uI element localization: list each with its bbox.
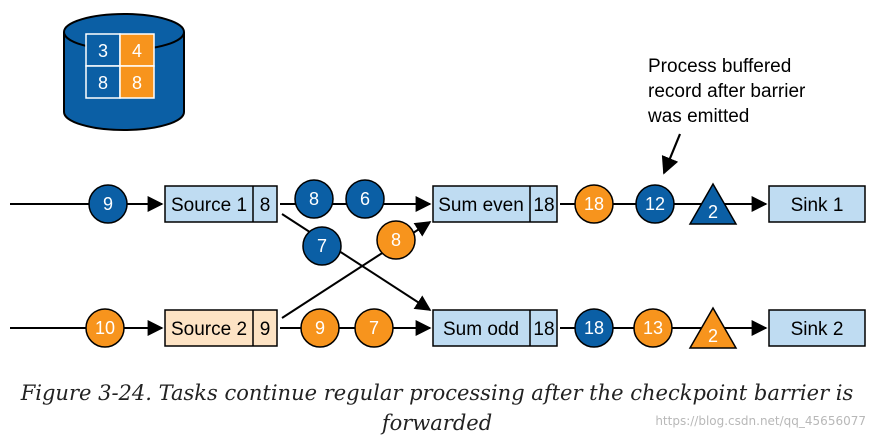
annotation: Process buffered record after barrier wa… xyxy=(647,56,806,175)
record-odd1-value: 18 xyxy=(584,318,604,338)
sink-1-task: Sink 1 xyxy=(768,185,866,223)
state-backend-cylinder: 3 4 8 8 xyxy=(63,13,185,131)
annotation-line-1: Process buffered xyxy=(648,56,791,77)
barrier-1 xyxy=(688,182,738,225)
barriers: 2 2 xyxy=(688,182,738,349)
record-s2b xyxy=(354,308,394,348)
source-1-label: Source 1 xyxy=(171,195,247,216)
state-value-2: 4 xyxy=(132,41,142,61)
record-cross8 xyxy=(376,220,416,260)
record-in2-value: 10 xyxy=(95,318,115,338)
annotation-line-3: was emitted xyxy=(647,106,749,127)
source-2-value: 9 xyxy=(260,319,271,340)
sink-2-task: Sink 2 xyxy=(768,309,866,347)
state-value-3: 8 xyxy=(98,73,108,93)
source-1-value: 8 xyxy=(260,195,271,216)
caption-line-1: Figure 3-24. Tasks continue regular proc… xyxy=(20,381,854,405)
source-2-task: Source 2 9 xyxy=(164,309,278,347)
state-value-1: 3 xyxy=(98,41,108,61)
record-even2-value: 12 xyxy=(645,194,665,214)
operators: Source 1 8 Source 2 9 Sum even 18 Sum od… xyxy=(164,185,866,347)
state-cell-3 xyxy=(85,65,121,99)
record-in1-value: 9 xyxy=(103,194,113,214)
record-cross7-value: 7 xyxy=(317,236,327,256)
source-1-task: Source 1 8 xyxy=(164,185,278,223)
watermark: https://blog.csdn.net/qq_45656077 xyxy=(655,414,866,428)
sink-2-label: Sink 2 xyxy=(791,319,844,340)
record-s1a xyxy=(294,179,334,219)
source-2-label: Source 2 xyxy=(171,319,247,340)
barrier-2-value: 2 xyxy=(708,326,718,346)
sink-1-label: Sink 1 xyxy=(791,195,844,216)
caption-line-2: forwarded xyxy=(381,411,493,435)
record-even1-value: 18 xyxy=(584,194,604,214)
record-s1b xyxy=(345,179,385,219)
sum-even-value: 18 xyxy=(533,195,554,216)
dataflow-diagram: 3 4 8 8 Process buffered record after ba… xyxy=(10,13,866,349)
edge-source1-sumodd xyxy=(281,213,432,311)
record-cross7 xyxy=(302,226,342,266)
record-s2a xyxy=(300,308,340,348)
sum-odd-label: Sum odd xyxy=(443,319,519,340)
record-in1 xyxy=(88,184,128,224)
barrier-2 xyxy=(688,306,738,349)
record-s1a-value: 8 xyxy=(309,189,319,209)
record-s2b-value: 7 xyxy=(369,318,379,338)
sum-odd-value: 18 xyxy=(533,319,554,340)
record-odd2-value: 13 xyxy=(643,318,663,338)
state-cell-1 xyxy=(85,33,121,67)
sum-even-label: Sum even xyxy=(438,195,524,216)
state-cell-2 xyxy=(119,33,155,67)
record-even1 xyxy=(574,184,614,224)
annotation-line-2: record after barrier xyxy=(648,81,806,102)
record-s1b-value: 6 xyxy=(360,189,370,209)
figure-caption: Figure 3-24. Tasks continue regular proc… xyxy=(0,378,874,438)
annotation-arrow xyxy=(661,133,682,175)
record-odd1 xyxy=(574,308,614,348)
state-value-4: 8 xyxy=(132,73,142,93)
record-in2 xyxy=(85,308,125,348)
sum-odd-task: Sum odd 18 xyxy=(432,309,558,347)
barrier-1-value: 2 xyxy=(708,202,718,222)
records: 9 10 8 6 7 8 9 7 18 12 18 13 xyxy=(85,179,675,348)
state-cell-4 xyxy=(119,65,155,99)
record-cross8-value: 8 xyxy=(391,230,401,250)
record-odd2 xyxy=(633,308,673,348)
record-s2a-value: 9 xyxy=(315,318,325,338)
record-even2 xyxy=(635,184,675,224)
sum-even-task: Sum even 18 xyxy=(432,185,558,223)
